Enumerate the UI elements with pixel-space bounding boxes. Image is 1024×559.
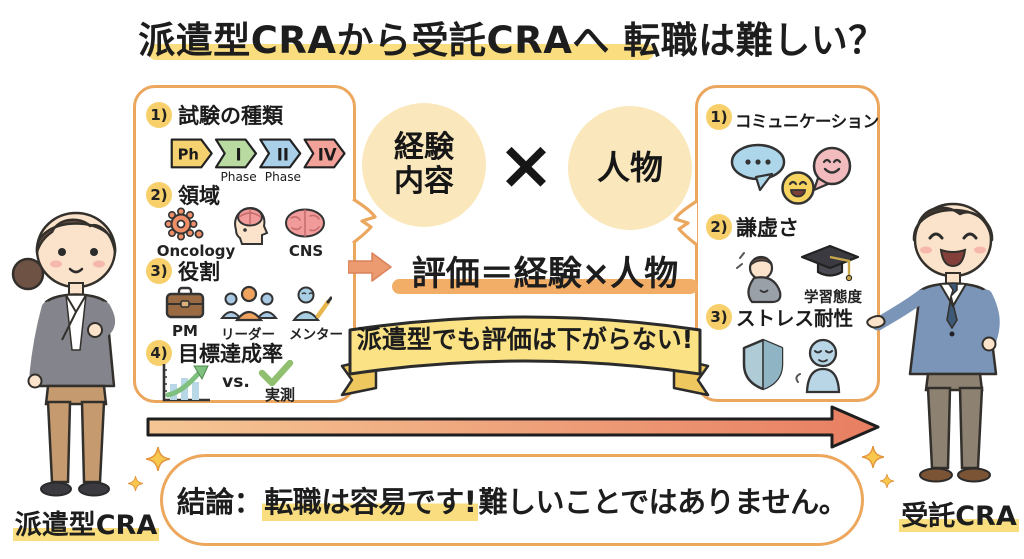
phase-ph-label: Ph [178,147,199,164]
page-title: 派遣型CRAから受託CRAへ 転職は難しい？ [138,19,886,62]
mentor-icon [291,286,332,321]
phase-2-label: II [277,145,289,164]
role-label-mentor: メンター [289,327,343,343]
calm-person-icon [795,338,841,394]
phase-1-label: I [236,145,242,164]
graduation-cap-icon [800,244,860,282]
flow-arrow [146,405,880,449]
role-label-leader: リーダー [221,327,275,343]
arrow-icon [348,252,392,282]
banner-text: 派遣型でも評価は下がらない! [356,325,694,354]
left-character-label: 派遣型CRA [8,503,164,542]
sparkle-icon [880,474,894,488]
item-number-badge: 2) [146,182,172,208]
item-number-badge: 1) [146,102,172,128]
experience-item-trial-types: 試験の種類 [178,104,283,128]
woman-illustration [11,211,117,497]
person-panel: 1) コミュニケーション 2) 謙虚さ [695,85,880,402]
head-brain-icon [234,206,269,245]
item-number-badge: 3) [706,304,732,330]
person-circle-label: 人物 [597,147,663,187]
person-item-stress-tolerance: ストレス耐性 [736,307,854,330]
domain-label-cns: CNS [288,242,324,260]
person-item-humility: 謙虚さ [736,216,799,240]
right-character-label: 受託CRA [896,494,1022,533]
right-character-label-text: 受託CRA [899,501,1019,532]
brain-icon [285,208,325,238]
item-number-badge: 4) [146,340,172,366]
bowing-person-icon [736,252,782,304]
briefcase-icon [165,286,205,319]
conclusion-prefix: 結論： [176,485,263,519]
speech-bubble-tail [352,198,377,244]
experience-circle-line1: 経験 [394,130,454,166]
phase-caption: Phase [265,170,301,184]
item-number-badge: 1) [706,104,732,130]
multiply-sign: × [497,125,555,205]
phase-chevrons: Ph I II IV Phase Phase [170,138,346,184]
team-icon [220,285,278,322]
conclusion-highlight: 転職は容易です! [262,479,479,521]
sparkle-icon [862,446,884,468]
experience-item-role: 役割 [178,260,220,284]
growth-chart-icon [162,364,210,402]
experience-circle: 経験 内容 [362,103,486,227]
phase-4-label: IV [318,145,337,164]
experience-item-goal-rate: 目標達成率 [178,342,283,366]
person-circle: 人物 [568,106,692,230]
sparkle-icon [128,476,143,491]
sparkle-icon [146,447,170,471]
man-illustration [866,202,1000,483]
conclusion-box: 結論：転職は容易です! 難しいことではありません。 [160,454,864,546]
smiley-bubble-icon [812,146,852,192]
speech-bubble-icon [730,143,786,192]
left-character-label-text: 派遣型CRA [12,510,160,541]
smiley-icon [781,171,815,205]
shield-icon [742,338,784,391]
communication-icons [730,143,852,205]
title-highlight [148,44,654,60]
person-item-communication: コミュニケーション [735,112,879,131]
item-number-badge: 2) [706,214,732,240]
equation-underline [392,279,698,294]
domain-label-oncology: Oncology [156,242,236,260]
vs-label: vs. [222,372,250,392]
role-label-pm: PM [172,322,198,340]
phase-caption: Phase [220,170,256,184]
experience-item-domain: 領域 [178,184,220,208]
checkmark-icon [258,360,294,386]
learning-attitude-label: 学習態度 [804,290,862,306]
conclusion-suffix: 難しいことではありません。 [478,485,848,519]
banner-ribbon [340,315,710,397]
speech-bubble-tail [673,200,698,246]
experience-circle-line2: 内容 [394,164,454,199]
evaluation-equation: 評価＝経験×人物 [411,254,679,294]
experience-panel: 1) 試験の種類 Ph I II IV Phase Phase 2) 領域 [133,85,356,404]
actual-label: 実測 [264,386,295,404]
gear-icon [164,207,204,241]
item-number-badge: 3) [146,258,172,284]
